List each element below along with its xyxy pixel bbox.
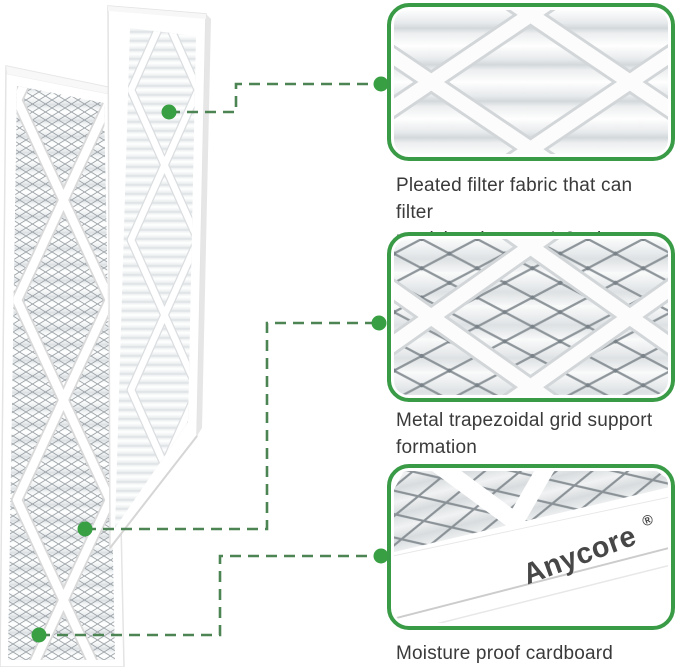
callout-panel-metal-grid bbox=[387, 232, 675, 402]
connector-line-cardboard bbox=[39, 554, 381, 637]
air-filter-back bbox=[0, 65, 125, 667]
callout-panel-pleated-fabric bbox=[387, 3, 675, 161]
connector-dot bbox=[161, 104, 177, 120]
connector-dot bbox=[371, 315, 387, 331]
cardboard-corner-illustration: Anycore ® bbox=[394, 471, 668, 623]
metal-grid-illustration bbox=[394, 239, 668, 395]
connector-dot bbox=[373, 548, 389, 564]
connector-dot bbox=[77, 521, 93, 537]
connector-dot bbox=[373, 76, 389, 92]
callout-connectors bbox=[39, 82, 381, 637]
callout-panel-cardboard: Anycore ® bbox=[387, 464, 675, 630]
connector-line-metal-grid bbox=[85, 321, 379, 531]
caption-metal-grid: Metal trapezoidal grid support formation bbox=[396, 410, 653, 458]
pleated-fabric-illustration bbox=[394, 10, 668, 154]
registered-mark: ® bbox=[640, 511, 656, 530]
connector-dots bbox=[31, 76, 389, 643]
connector-dot bbox=[31, 627, 47, 643]
caption-cardboard: Moisture proof cardboard bbox=[396, 643, 614, 664]
air-filter-front bbox=[107, 5, 211, 551]
connector-line-pleated-fabric bbox=[169, 82, 381, 114]
